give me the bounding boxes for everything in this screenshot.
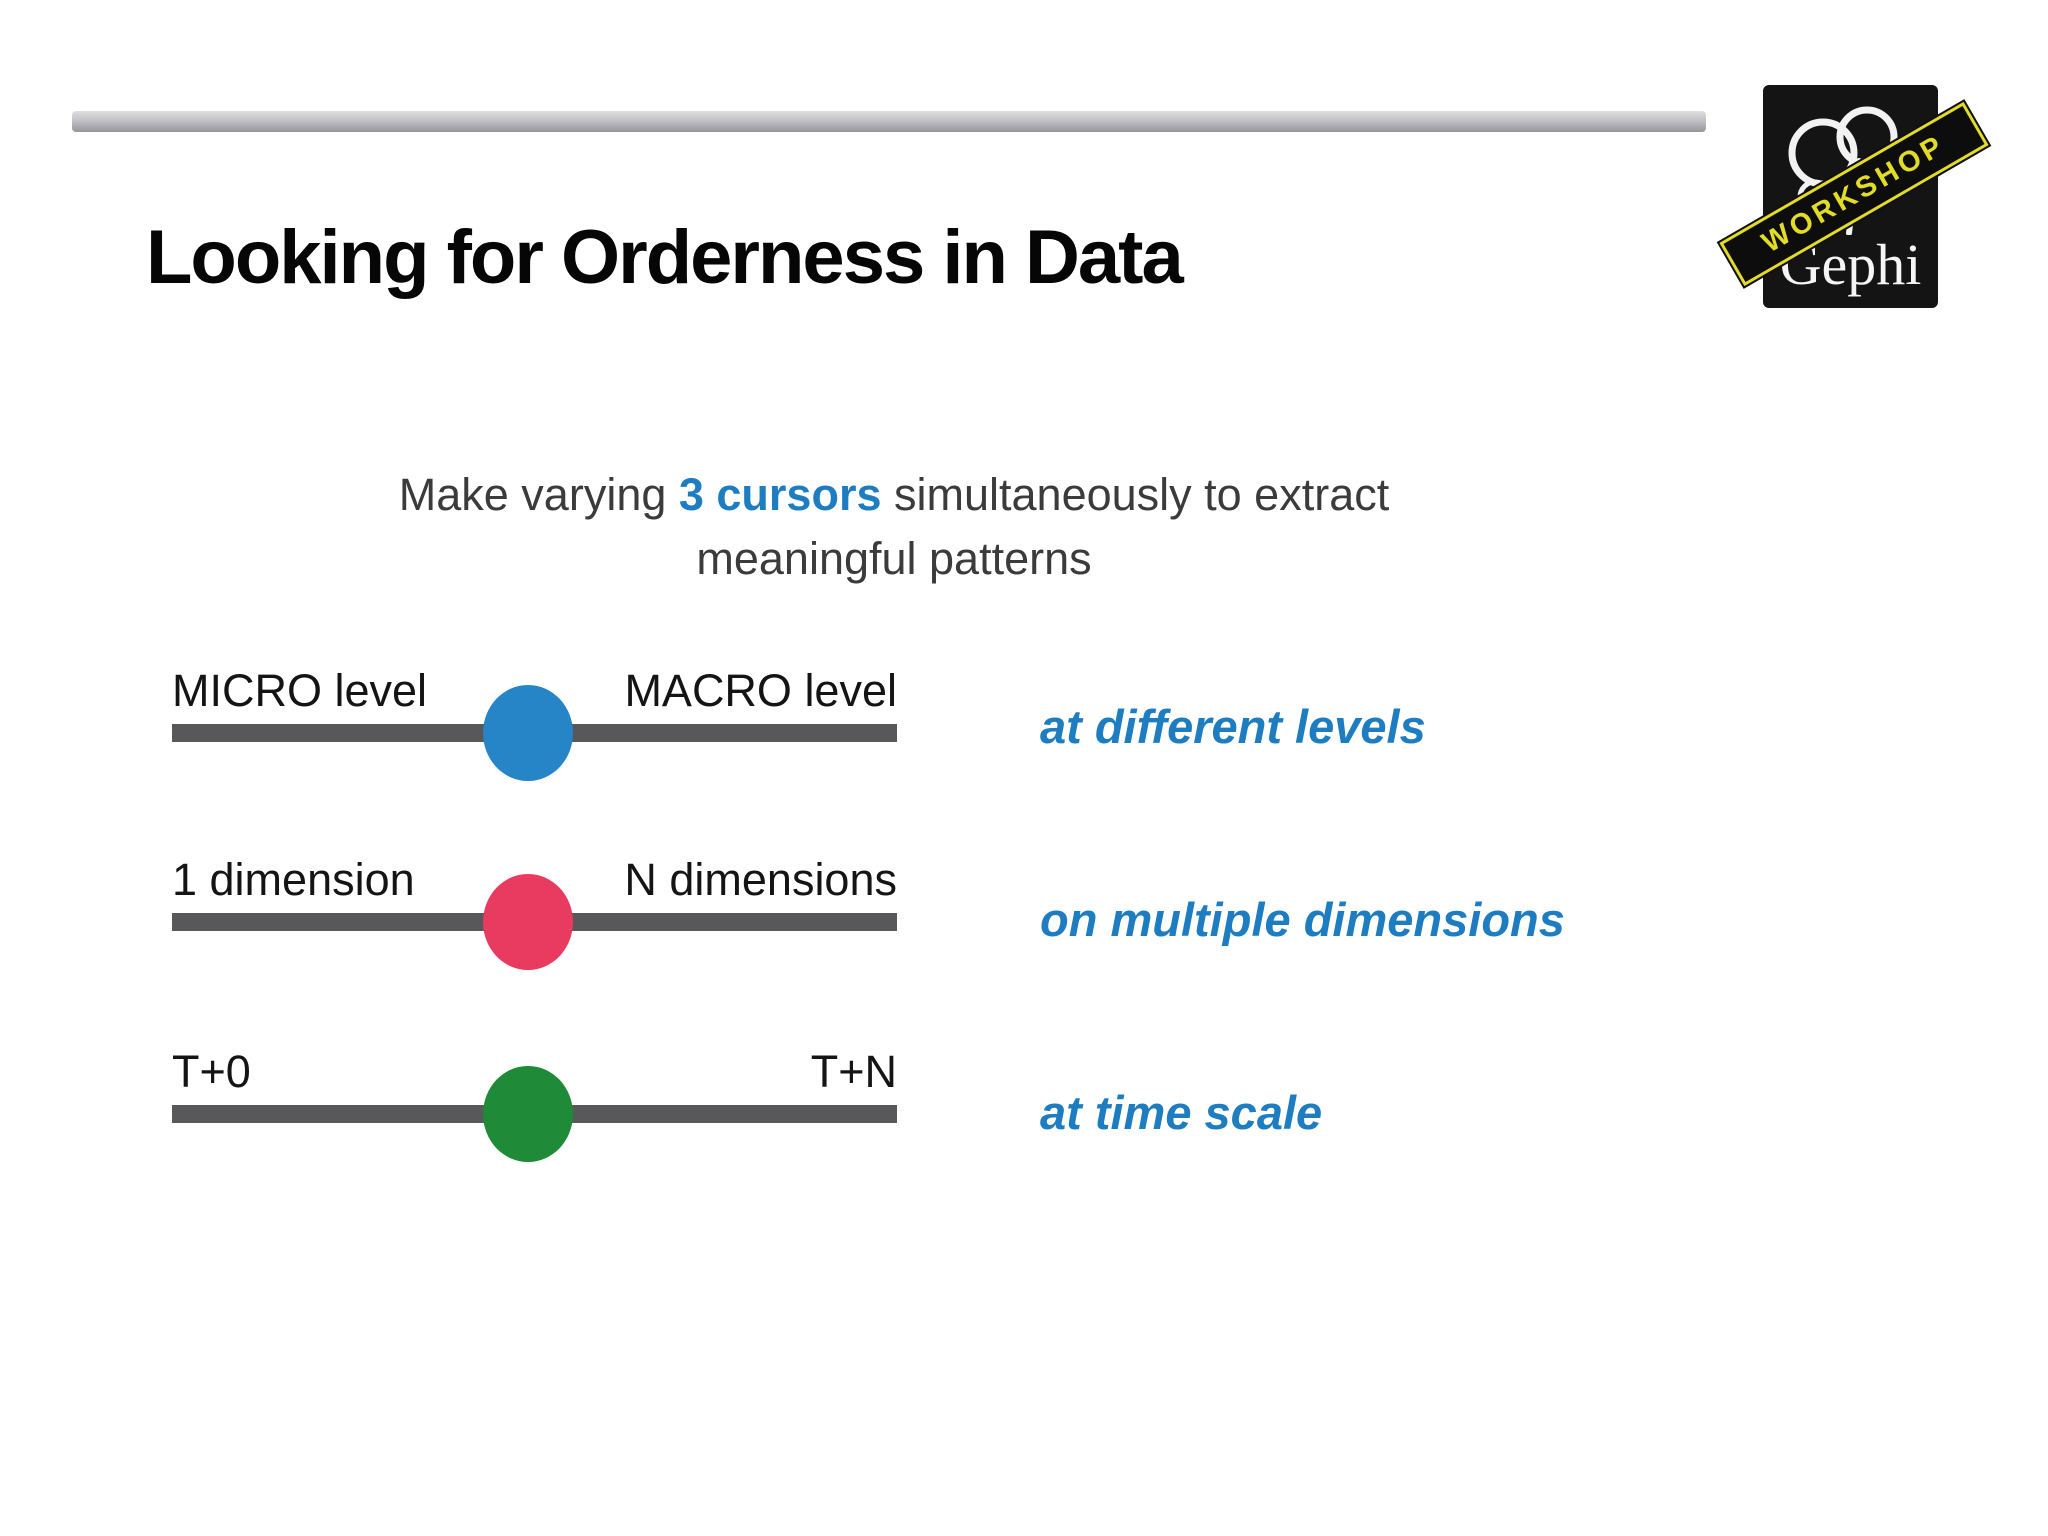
slider-dimensions-left-label: 1 dimension — [172, 854, 415, 905]
caption-dimensions: on multiple dimensions — [1040, 893, 1565, 946]
slider-time-knob[interactable] — [483, 1066, 573, 1162]
header-divider-bar — [72, 111, 1706, 132]
slider-dimensions-labels: 1 dimension N dimensions — [172, 848, 897, 906]
intro-line1-post: simultaneously to extract — [881, 469, 1390, 520]
slider-levels-labels: MICRO level MACRO level — [172, 659, 897, 717]
intro-line1-pre: Make varying — [398, 469, 679, 520]
slider-dimensions-right-label: N dimensions — [624, 854, 897, 905]
intro-sentence: Make varying 3 cursors simultaneously to… — [294, 463, 1494, 591]
caption-time: at time scale — [1040, 1086, 1323, 1139]
slider-time-right-label: T+N — [810, 1046, 897, 1097]
gephi-workshop-logo: Gephi WORKSHOP — [1717, 85, 1991, 308]
caption-levels: at different levels — [1040, 700, 1426, 753]
slider-dimensions-knob[interactable] — [483, 874, 573, 970]
slider-levels-left-label: MICRO level — [172, 665, 428, 716]
slider-time-left-label: T+0 — [172, 1046, 251, 1097]
slider-levels-right-label: MACRO level — [624, 665, 897, 716]
intro-highlight-3-cursors: 3 cursors — [678, 469, 882, 520]
page-title: Looking for Orderness in Data — [146, 214, 1184, 300]
intro-line2: meaningful patterns — [696, 533, 1092, 584]
slider-time-labels: T+0 T+N — [172, 1040, 897, 1098]
slider-levels-knob[interactable] — [483, 685, 573, 781]
